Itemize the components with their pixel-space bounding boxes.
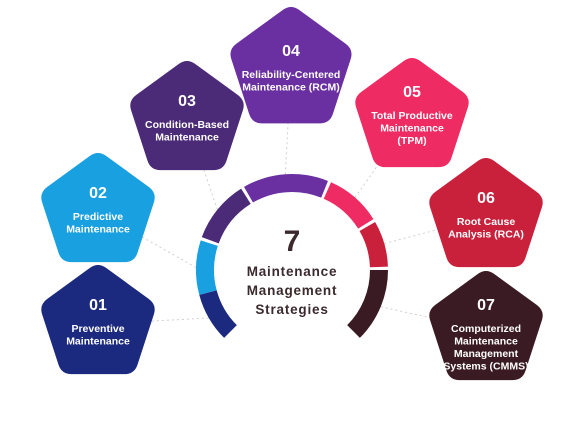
strategy-label-line: Systems (CMMS) bbox=[443, 361, 528, 373]
strategy-label-line: Maintenance bbox=[454, 336, 518, 348]
strategy-number-07: 07 bbox=[477, 297, 495, 314]
strategy-pentagon-02 bbox=[41, 152, 155, 263]
strategy-label-line: Maintenance bbox=[66, 336, 130, 348]
center-title-line-3: Strategies bbox=[255, 302, 328, 317]
strategy-pentagon-03 bbox=[130, 60, 244, 171]
strategy-label-line: Predictive bbox=[73, 211, 123, 223]
strategy-label-line: Maintenance bbox=[66, 224, 130, 236]
connector-line-01 bbox=[97, 317, 209, 325]
ring-segment-05 bbox=[323, 182, 374, 229]
center-title-line-2: Management bbox=[247, 283, 338, 298]
strategy-label-line: Total Productive bbox=[371, 110, 453, 122]
strategy-label-line: Analysis (RCA) bbox=[448, 229, 524, 241]
center-hub: 7 Maintenance Management Strategies bbox=[224, 202, 360, 338]
strategy-label-line: Maintenance (RCM) bbox=[242, 82, 339, 94]
strategy-label-line: Reliability-Centered bbox=[242, 69, 341, 81]
center-title-line-1: Maintenance bbox=[247, 264, 338, 279]
strategy-number-06: 06 bbox=[477, 190, 495, 207]
connector-line-03 bbox=[186, 119, 218, 210]
ring-segment-03 bbox=[201, 188, 251, 244]
strategy-label-line: Management bbox=[454, 348, 519, 360]
center-ring bbox=[196, 174, 388, 338]
strategy-number-02: 02 bbox=[89, 185, 107, 202]
strategy-pentagons: 01PreventiveMaintenance02PredictiveMaint… bbox=[41, 6, 543, 381]
ring-segment-07 bbox=[347, 270, 388, 338]
strategy-pentagon-07 bbox=[429, 270, 543, 381]
center-number: 7 bbox=[284, 225, 301, 258]
connector-line-05 bbox=[354, 116, 413, 198]
ring-segment-01 bbox=[199, 290, 237, 338]
strategy-07: 07ComputerizedMaintenanceManagementSyste… bbox=[429, 270, 543, 381]
connector-line-02 bbox=[97, 211, 197, 268]
strategy-label-line: Computerized bbox=[451, 323, 521, 335]
strategy-pentagon-04 bbox=[230, 6, 352, 124]
strategy-number-05: 05 bbox=[403, 84, 421, 101]
strategy-label-line: Preventive bbox=[71, 323, 124, 335]
strategy-pentagon-05 bbox=[355, 57, 469, 168]
strategy-pentagon-01 bbox=[41, 264, 155, 375]
strategy-label-line: Root Cause bbox=[457, 216, 516, 228]
ring-segment-06 bbox=[359, 222, 388, 268]
ring-segment-04 bbox=[244, 174, 328, 203]
strategy-number-03: 03 bbox=[178, 93, 196, 110]
strategy-label-line: Condition-Based bbox=[145, 119, 229, 131]
ring-segment-02 bbox=[196, 240, 218, 295]
strategy-number-04: 04 bbox=[282, 43, 300, 60]
strategy-pentagon-06 bbox=[429, 157, 543, 268]
strategy-label-line: Maintenance bbox=[155, 132, 219, 144]
strategy-number-01: 01 bbox=[89, 297, 107, 314]
strategy-label-line: Maintenance bbox=[380, 123, 444, 135]
strategy-label-line: (TPM) bbox=[397, 135, 426, 147]
center-circle bbox=[224, 202, 360, 338]
